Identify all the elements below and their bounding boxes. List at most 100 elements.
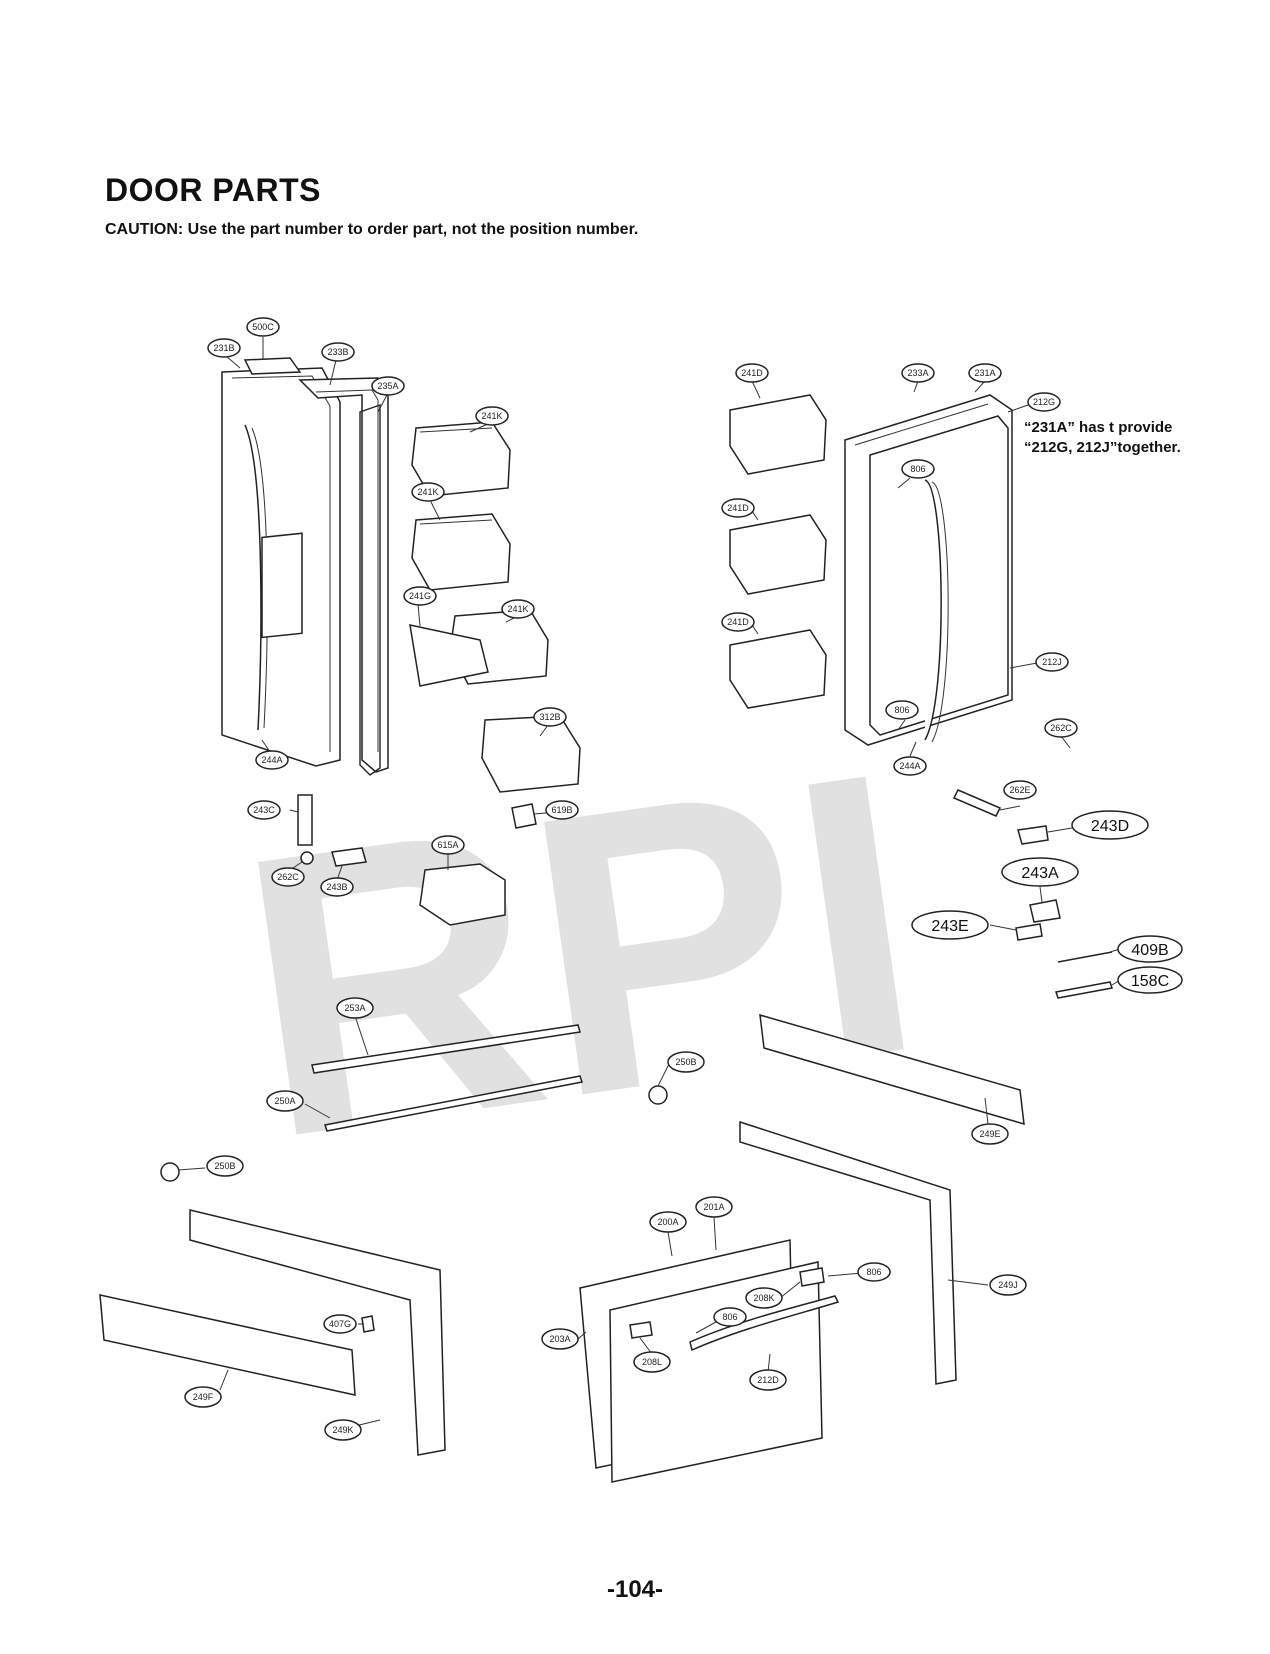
door-bin-312b [481, 715, 581, 793]
callout: 241K [411, 482, 445, 502]
callout-label: 200A [657, 1217, 678, 1227]
callout: 241D [721, 612, 755, 632]
rail-249e [759, 1013, 1025, 1126]
callout-label: 244A [899, 761, 920, 771]
callout: 241D [721, 498, 755, 518]
callout-label: 241D [741, 368, 763, 378]
hinge-243b [331, 847, 367, 867]
callout: 619B [545, 800, 579, 820]
callout-label: 312B [539, 712, 560, 722]
callout: 201A [695, 1196, 733, 1218]
roller-250b [160, 1162, 180, 1182]
callout: 244A [893, 756, 927, 776]
callout-label: 806 [894, 705, 909, 715]
callout: 806 [901, 459, 935, 479]
callout: 243B [320, 877, 354, 897]
clip-407g [361, 1315, 375, 1333]
page-title: DOOR PARTS [105, 172, 321, 208]
callout-label: 233B [327, 347, 348, 357]
callout-label: 615A [437, 840, 458, 850]
callout-label: 806 [866, 1267, 881, 1277]
callout-label: 262C [277, 872, 299, 882]
callout: 212G [1027, 392, 1061, 412]
door-bin-241d [729, 629, 827, 709]
door-bin [411, 513, 511, 591]
callout: 241G [403, 586, 437, 606]
callout-label: 806 [722, 1312, 737, 1322]
callout-label: 243B [326, 882, 347, 892]
callout: 203A [541, 1328, 579, 1350]
page-number: -104- [606, 1576, 664, 1603]
callout-label: 253A [344, 1003, 365, 1013]
callout-label: 806 [910, 464, 925, 474]
bracket-249k [189, 1209, 446, 1456]
callout: 262C [271, 867, 305, 887]
callout: 231B [207, 338, 241, 358]
leader-lines [177, 337, 1121, 1427]
callout: 806 [713, 1307, 747, 1327]
callout-label: 233A [907, 368, 928, 378]
door-bin-241d [729, 514, 827, 595]
callout: 212D [749, 1369, 787, 1391]
callout-label: 243E [931, 918, 968, 935]
callout: 233A [901, 363, 935, 383]
rail-253a [311, 1024, 581, 1074]
callout-label: 250B [214, 1161, 235, 1171]
motor-615a [419, 863, 506, 926]
left-door-assembly [221, 357, 389, 773]
callout-label: 235A [377, 381, 398, 391]
callout: 243E [911, 910, 989, 940]
callout-label: 208K [753, 1293, 774, 1303]
callouts: 500C 231B 233B 235A 241K 241K 241G 241K … [184, 317, 1183, 1441]
callout-label: 243D [1091, 818, 1129, 835]
door-bin-241g [409, 624, 489, 687]
bracket-249j [739, 1120, 957, 1385]
callout-label: 249K [332, 1425, 353, 1435]
callout-label: 241K [481, 411, 502, 421]
callout-label: 249J [998, 1280, 1018, 1290]
callout: 243D [1071, 810, 1149, 840]
callout: 312B [533, 707, 567, 727]
callout: 208K [745, 1287, 783, 1309]
callout-label: 212D [757, 1375, 779, 1385]
hinge-243c [297, 794, 313, 846]
callout: 249E [971, 1123, 1009, 1145]
cap-208k [799, 1267, 825, 1287]
callout-label: 262E [1009, 785, 1030, 795]
callout: 409B [1117, 935, 1183, 963]
callout-label: 241K [417, 487, 438, 497]
pin-409b [1057, 951, 1113, 963]
callout-label: 241K [507, 604, 528, 614]
door-bin-241d [729, 394, 827, 475]
callout-label: 619B [551, 805, 572, 815]
hinge-262e [952, 789, 1002, 817]
callout: 244A [255, 750, 289, 770]
roller-250b [648, 1085, 668, 1105]
callout: 235A [371, 376, 405, 396]
callout: 249F [184, 1386, 222, 1408]
callout: 250A [266, 1090, 304, 1112]
watermark-text: RPI [220, 687, 943, 1222]
callout: 407G [323, 1314, 357, 1334]
callout: 212J [1035, 652, 1069, 672]
callout-label: 250A [274, 1096, 295, 1106]
callout: 208L [633, 1351, 671, 1373]
callout-label: 203A [549, 1334, 570, 1344]
callout: 249K [324, 1419, 362, 1441]
callout-label: 249E [979, 1129, 1000, 1139]
gasket-235a [359, 404, 381, 776]
callout-label: 231B [213, 343, 234, 353]
callout-label: 407G [329, 1319, 351, 1329]
callout: 500C [246, 317, 280, 337]
callout: 233B [321, 342, 355, 362]
callout-label: 243A [1021, 865, 1059, 882]
callout-label: 250B [675, 1057, 696, 1067]
rail-249f [99, 1294, 356, 1396]
callout: 806 [885, 700, 919, 720]
callout: 231A [968, 363, 1002, 383]
callout-label: 201A [703, 1202, 724, 1212]
callout-label: 212J [1042, 657, 1062, 667]
caution-text: CAUTION: Use the part number to order pa… [105, 221, 639, 238]
callout: 253A [336, 997, 374, 1019]
